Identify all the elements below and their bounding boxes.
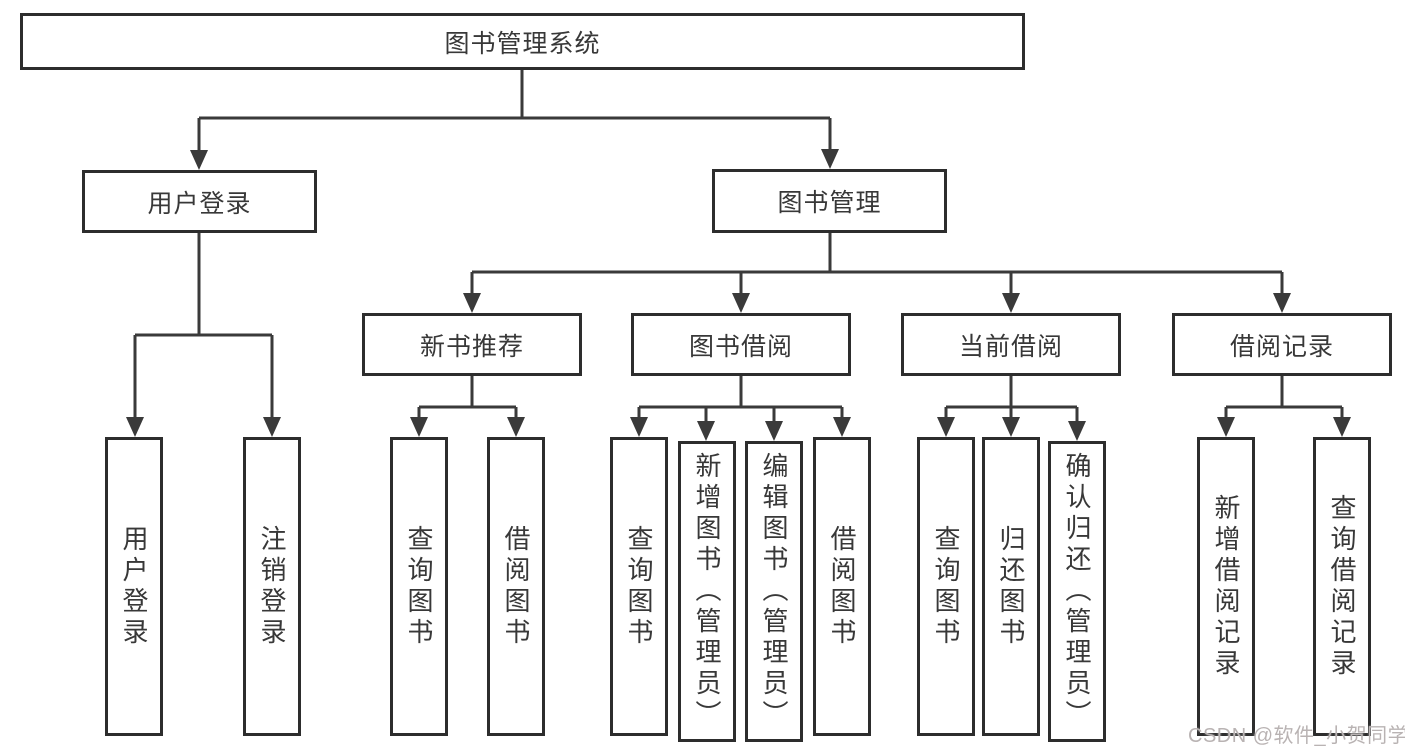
arrowheads: [126, 149, 1351, 441]
node-label: 借阅图书: [501, 524, 531, 649]
leaf-edit-book-admin: 编辑图书（管理员）: [745, 441, 803, 742]
node-label: 编辑图书（管理员）: [759, 452, 789, 731]
node-user-login: 用户登录: [82, 170, 317, 233]
node-label: 归还图书: [996, 524, 1026, 649]
node-current-borrowing: 当前借阅: [901, 313, 1121, 376]
leaf-borrow-books-recommend: 借阅图书: [487, 437, 545, 736]
node-label: 查询图书: [931, 524, 961, 649]
leaf-add-borrow-record: 新增借阅记录: [1197, 437, 1255, 736]
leaf-logout: 注销登录: [243, 437, 301, 736]
node-label: 图书管理系统: [444, 29, 601, 58]
node-label: 用户登录: [119, 524, 149, 649]
leaf-borrow-books-borrowing: 借阅图书: [813, 437, 871, 736]
node-label: 查询图书: [404, 524, 434, 649]
leaf-query-books-recommend: 查询图书: [390, 437, 448, 736]
node-book-management: 图书管理: [712, 169, 947, 233]
leaf-query-borrow-record: 查询借阅记录: [1313, 437, 1371, 736]
leaf-query-books-current: 查询图书: [917, 437, 975, 736]
node-label: 确认归还（管理员）: [1062, 452, 1092, 731]
node-label: 图书管理: [777, 189, 882, 217]
node-label: 图书借阅: [688, 332, 793, 361]
leaf-user-login: 用户登录: [105, 437, 163, 736]
node-book-borrowing: 图书借阅: [631, 313, 851, 376]
csdn-watermark: CSDN @软件_小贺同学: [1188, 725, 1405, 747]
node-label: 查询借阅记录: [1327, 493, 1357, 680]
leaf-return-book: 归还图书: [982, 437, 1040, 736]
leaf-add-book-admin: 新增图书（管理员）: [678, 441, 736, 742]
node-library-management-system: 图书管理系统: [20, 13, 1025, 70]
connector-path: [133, 70, 1344, 424]
node-label: 用户登录: [147, 189, 252, 218]
node-label: 查询图书: [624, 524, 654, 649]
node-label: 新增图书（管理员）: [692, 452, 722, 731]
leaf-confirm-return-admin: 确认归还（管理员）: [1048, 441, 1106, 742]
node-label: 当前借阅: [958, 332, 1063, 361]
node-label: 借阅记录: [1229, 332, 1334, 361]
node-label: 借阅图书: [827, 524, 857, 649]
leaf-query-books-borrowing: 查询图书: [610, 437, 668, 736]
node-label: 注销登录: [257, 524, 287, 649]
node-label: 新增借阅记录: [1211, 493, 1241, 680]
node-borrow-records: 借阅记录: [1172, 313, 1392, 376]
node-new-book-recommend: 新书推荐: [362, 313, 582, 376]
node-label: 新书推荐: [419, 332, 524, 361]
